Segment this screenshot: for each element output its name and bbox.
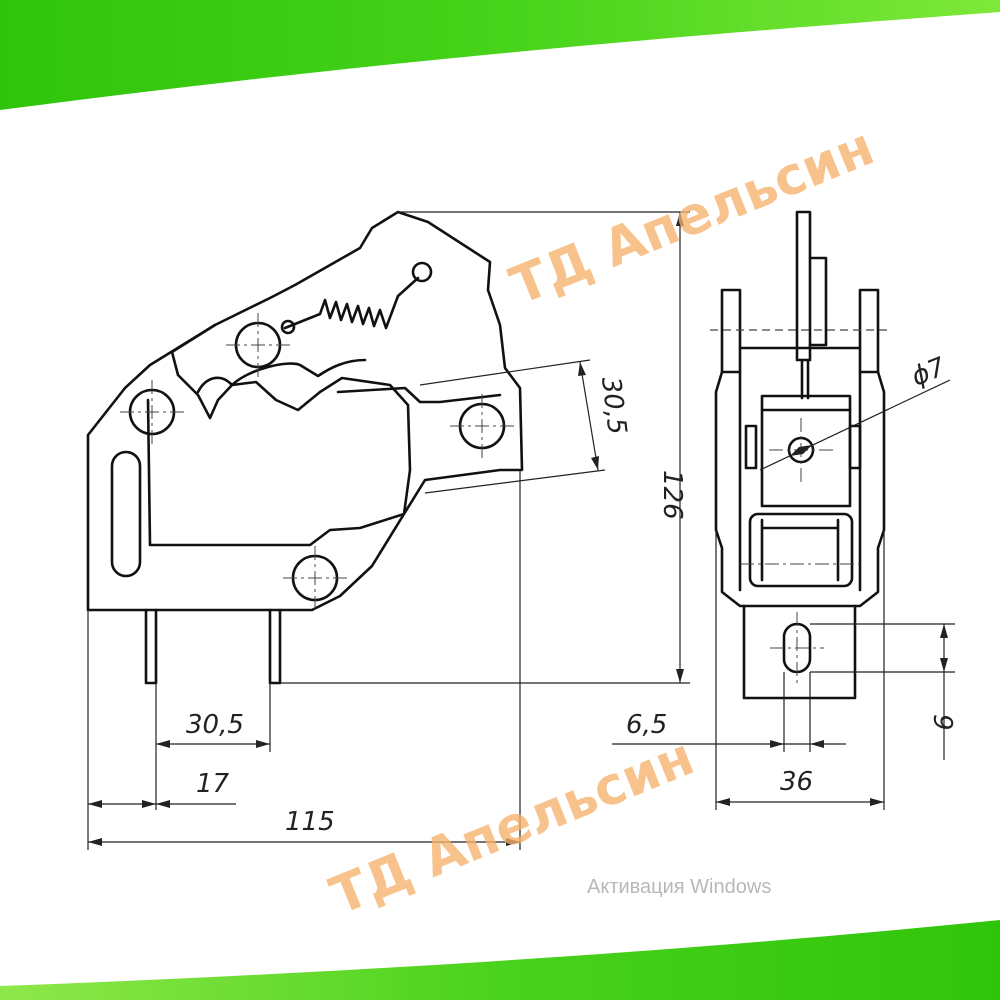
- side-lower-tongue: [742, 604, 857, 700]
- center-line: [226, 313, 290, 377]
- dim-126: 126: [657, 470, 687, 520]
- front-lever-plate: [336, 386, 502, 404]
- front-spring: [283, 276, 420, 330]
- front-hook-inner: [230, 358, 367, 387]
- center-line: [770, 612, 824, 684]
- front-inner-lever: [146, 323, 412, 547]
- side-right-ear: [858, 288, 880, 374]
- windows-activation-notice: Активация Windows: [587, 876, 771, 898]
- bottom-green-banner: [0, 920, 1000, 1000]
- dim-36: 36: [780, 767, 813, 797]
- leader-line: [759, 379, 951, 471]
- side-lower-bracket: [748, 512, 854, 588]
- front-dimensions: [87, 211, 690, 850]
- front-body-outline: [86, 210, 524, 612]
- front-hole-small: [411, 261, 433, 283]
- side-top-plate-2: [808, 256, 828, 347]
- dimension-arrow: [940, 624, 948, 672]
- side-left-tab: [744, 424, 758, 470]
- side-top-plate: [795, 210, 812, 362]
- top-green-banner: [0, 0, 1000, 110]
- center-line: [283, 546, 347, 610]
- front-spring-pin: [280, 319, 296, 335]
- dimension-arrow: [88, 800, 170, 808]
- extension-line: [419, 359, 591, 386]
- side-dimensions: [612, 379, 955, 810]
- side-lower-bracket-inner: [760, 518, 840, 582]
- dimension-arrow: [790, 445, 812, 456]
- dim-phi-7: ϕ7: [907, 352, 950, 393]
- dim-17: 17: [196, 769, 230, 799]
- dimension-arrow: [578, 362, 599, 470]
- dimension-arrow: [156, 740, 270, 748]
- front-pin-right: [268, 608, 282, 685]
- dim-115: 115: [285, 807, 335, 837]
- dim-30-5-side: 30,5: [595, 375, 632, 436]
- center-line: [120, 380, 184, 444]
- front-hook-arc: [196, 376, 234, 394]
- side-view: [710, 210, 890, 700]
- center-line: [450, 394, 514, 458]
- side-left-ear: [720, 288, 742, 374]
- dim-6-5: 6,5: [626, 710, 667, 740]
- dim-30-5-bottom: 30,5: [186, 710, 244, 740]
- extension-line: [424, 469, 606, 494]
- front-view: [86, 210, 524, 685]
- side-right-tab: [848, 424, 862, 470]
- side-rod: [800, 358, 810, 400]
- dim-9: 9: [927, 714, 957, 731]
- dimension-arrow: [770, 740, 824, 748]
- dimension-line: [579, 361, 599, 471]
- front-slot: [110, 450, 142, 578]
- side-left-wall: [714, 370, 886, 608]
- front-pin-left: [144, 608, 158, 685]
